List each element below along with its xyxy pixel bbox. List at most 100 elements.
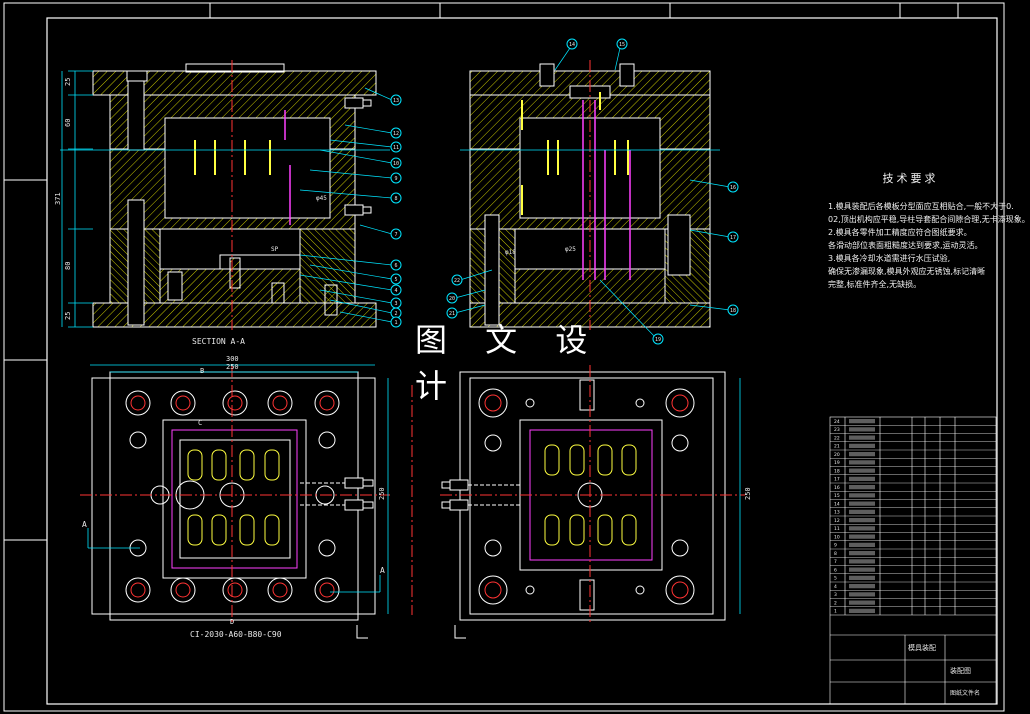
parts-row-number: 1 (834, 609, 837, 615)
parts-row-entry (849, 501, 875, 506)
note-line: 3.模具各冷却水道需进行水压试验, (828, 254, 951, 263)
note-line: 各滑动部位表面粗糙度达到要求,运动灵活。 (828, 241, 983, 250)
part-number: 20 (449, 296, 455, 302)
parts-row-entry (849, 452, 875, 457)
part-number: 9 (394, 176, 397, 182)
parts-row-number: 5 (834, 576, 837, 582)
parts-row-entry (849, 476, 875, 481)
parts-row-number: 12 (834, 518, 840, 524)
leaders-left (299, 87, 393, 323)
part-balloon (566, 38, 578, 50)
part-balloon (390, 316, 402, 328)
section-mark-a1: A (82, 520, 87, 529)
part-number: 4 (394, 288, 397, 294)
part-number: 1 (394, 320, 397, 326)
parts-row-entry (849, 608, 875, 613)
technical-requirements: 技术要求 1.模具装配后各模板分型面应互相贴合,一般不大于0. 02,顶出机构应… (828, 170, 1030, 291)
parts-row-entry (849, 551, 875, 556)
dim-phi45: φ45 (316, 195, 327, 202)
parts-row-number: 22 (834, 435, 840, 441)
parts-row-number: 3 (834, 592, 837, 598)
part-balloon (616, 38, 628, 50)
part-balloon (390, 259, 402, 271)
parts-row-entry (849, 435, 875, 440)
part-balloon (390, 141, 402, 153)
mark-d: D (230, 618, 234, 626)
part-number: 14 (569, 42, 575, 48)
dimension-texts: 25 60 371 80 25 300 250 250 250 φ45 φ18 … (54, 78, 752, 639)
tb-company: 图纸文件名 (950, 689, 980, 697)
frame-ticks (4, 3, 959, 541)
parts-row-entry (849, 575, 875, 580)
part-number: 15 (619, 42, 625, 48)
note-line: 完整,标准件齐全,无缺损。 (828, 280, 922, 289)
dim-371: 371 (54, 192, 62, 205)
part-balloon (390, 284, 402, 296)
dim-80: 80 (64, 262, 72, 270)
part-number: 2 (394, 311, 397, 317)
dim-phi25: φ25 (565, 246, 576, 253)
parts-row-number: 4 (834, 584, 837, 590)
parts-row-entry (849, 509, 875, 514)
dim-height-250-right: 250 (744, 487, 752, 500)
note-line: 2.模具各零件加工精度应符合图纸要求。 (828, 228, 972, 237)
part-balloon (727, 231, 739, 243)
part-number: 10 (393, 161, 399, 167)
parts-row-entry (849, 460, 875, 465)
parts-row-number: 14 (834, 501, 840, 507)
parts-row-number: 20 (834, 452, 840, 458)
parts-row-number: 8 (834, 551, 837, 557)
parts-row-number: 13 (834, 510, 840, 516)
part-number: 6 (394, 263, 397, 269)
part-balloon (727, 304, 739, 316)
part-number: 3 (394, 301, 397, 307)
dim-60: 60 (64, 119, 72, 127)
parts-row-entry (849, 518, 875, 523)
parts-row-entry (849, 600, 875, 605)
part-balloon (727, 181, 739, 193)
part-number: 5 (394, 277, 397, 283)
parts-row-number: 18 (834, 468, 840, 474)
parts-row-number: 9 (834, 543, 837, 549)
parts-row-entry (849, 427, 875, 432)
plan-view-label: CI-2030-A60-B80-C90 (190, 630, 282, 639)
parts-row-entry (849, 443, 875, 448)
part-balloon (446, 292, 458, 304)
part-number: 7 (394, 232, 397, 238)
part-balloon (652, 333, 664, 345)
section-view-left (60, 60, 390, 330)
parts-row-entry (849, 592, 875, 597)
parts-row-number: 11 (834, 526, 840, 532)
parts-row-entry (849, 584, 875, 589)
plan-view-right (356, 365, 745, 639)
tb-name: 模具装配 (908, 643, 936, 652)
plan-view-left (80, 364, 390, 625)
parts-row-number: 21 (834, 444, 840, 450)
parts-row-number: 2 (834, 600, 837, 606)
note-line: 确保无渗漏现象,模具外观应无锈蚀,标记清晰 (828, 267, 986, 276)
parts-row-number: 6 (834, 567, 837, 573)
title-block-text: 模具装配 装配图 图纸文件名 (908, 643, 980, 697)
mark-c: C (198, 419, 202, 427)
parts-row-number: 7 (834, 559, 837, 565)
part-balloon (390, 172, 402, 184)
section-mark-a2: A (380, 566, 385, 575)
part-number: 11 (393, 145, 399, 151)
parts-row-entry (849, 493, 875, 498)
section-view-right (460, 60, 720, 330)
part-balloon (390, 228, 402, 240)
parts-row-entry (849, 419, 875, 424)
parts-row-number: 16 (834, 485, 840, 491)
sheet-border (3, 2, 1005, 712)
part-balloon (390, 94, 402, 106)
part-number: 16 (730, 185, 736, 191)
notes-title: 技术要求 (882, 172, 939, 185)
dim-phi18: φ18 (505, 249, 516, 256)
mark-b: B (200, 367, 204, 375)
tb-drawing: 装配图 (950, 666, 971, 675)
parts-row-entry (849, 485, 875, 490)
parts-row-entry (849, 567, 875, 572)
parts-row-entry (849, 468, 875, 473)
